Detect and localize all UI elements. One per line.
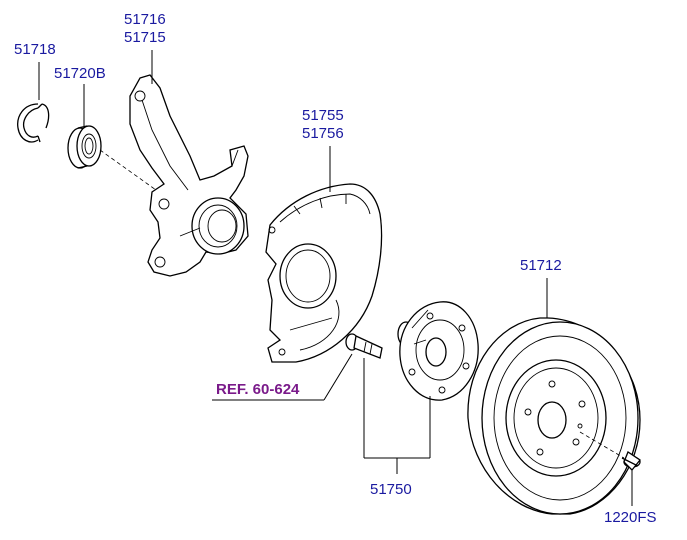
ref-label: REF. 60-624 <box>216 381 300 398</box>
bearing-label: 51720B <box>54 65 106 82</box>
steering-knuckle <box>129 74 249 277</box>
hub-bolt <box>345 333 383 359</box>
dust-cover-label-2: 51756 <box>302 125 344 142</box>
snap-ring-label: 51718 <box>14 41 56 58</box>
screw-label: 1220FS <box>604 509 657 526</box>
dust-cover-label-1: 51755 <box>302 107 344 124</box>
disc-screw <box>621 451 641 471</box>
brake-disc <box>467 317 641 515</box>
knuckle-label-2: 51715 <box>124 29 166 46</box>
knuckle-label-1: 51716 <box>124 11 166 28</box>
wheel-hub <box>397 301 479 401</box>
ref-leader-diag <box>323 353 353 401</box>
hub-label: 51750 <box>370 481 412 498</box>
wheel-bearing <box>67 125 102 169</box>
disc-label: 51712 <box>520 257 562 274</box>
screw-axis <box>579 431 625 459</box>
dust-cover <box>265 183 383 363</box>
snap-ring <box>17 103 50 143</box>
